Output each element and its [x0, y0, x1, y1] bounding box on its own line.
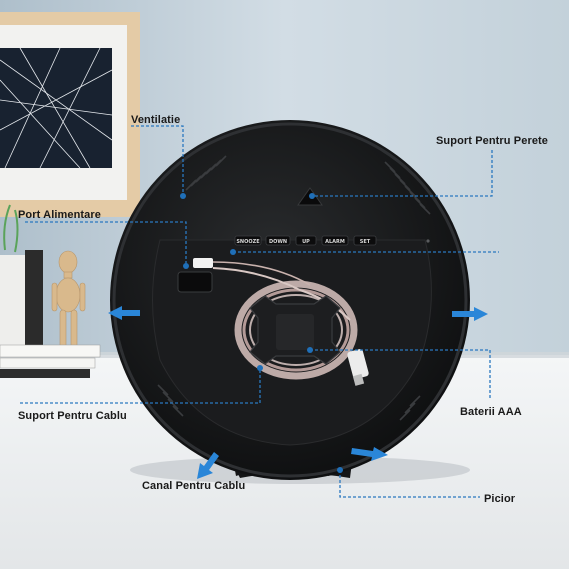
vent-slots-left: [157, 155, 227, 417]
arrow-down-left: [197, 452, 219, 479]
down-button-label: DOWN: [269, 239, 287, 245]
leader-picior: [339, 470, 480, 498]
button-row: SNOOZE DOWN UP ALARM SET: [234, 235, 430, 246]
arrow-right: [452, 307, 488, 321]
label-canal-cablu: Canal Pentru Cablu: [142, 480, 246, 492]
label-port-alimentare: Port Alimentare: [18, 209, 102, 221]
power-plug: [193, 258, 213, 268]
leader-lines: [20, 125, 499, 498]
leader-suport-perete: [312, 150, 493, 197]
snooze-button[interactable]: [234, 235, 262, 246]
alarm-button[interactable]: [321, 235, 349, 246]
arrow-right-lower: [351, 447, 388, 461]
usb-connector: [347, 349, 369, 386]
side-arrows: [108, 306, 488, 479]
power-port: [177, 271, 213, 293]
label-suport-cablu: Suport Pentru Cablu: [18, 410, 127, 422]
leader-dots: [180, 193, 343, 473]
arrow-left: [108, 306, 140, 320]
label-picior: Picior: [484, 493, 516, 505]
down-button[interactable]: [265, 235, 291, 246]
wall-art-frame: [0, 12, 140, 217]
leader-port-alimentare: [25, 221, 187, 266]
label-suport-perete: Suport Pentru Perete: [436, 135, 549, 147]
up-button-label: UP: [302, 239, 310, 245]
reset-pinhole: [426, 239, 430, 243]
set-button[interactable]: [353, 235, 377, 246]
label-ventilatie: Ventilatie: [131, 114, 181, 126]
vent-slots-right: [384, 161, 431, 421]
clock-rim: [112, 122, 468, 478]
label-baterii: Baterii AAA: [460, 406, 522, 418]
alarm-button-label: ALARM: [325, 239, 345, 245]
desk-decor: [0, 204, 101, 378]
leader-suport-cablu: [20, 370, 261, 404]
cable-holder-center: [276, 314, 314, 350]
up-button[interactable]: [295, 235, 317, 246]
set-button-label: SET: [360, 239, 371, 245]
leader-ventilatie: [131, 125, 184, 196]
cable-spool: [212, 261, 358, 380]
snooze-button-label: SNOOZE: [236, 239, 260, 245]
